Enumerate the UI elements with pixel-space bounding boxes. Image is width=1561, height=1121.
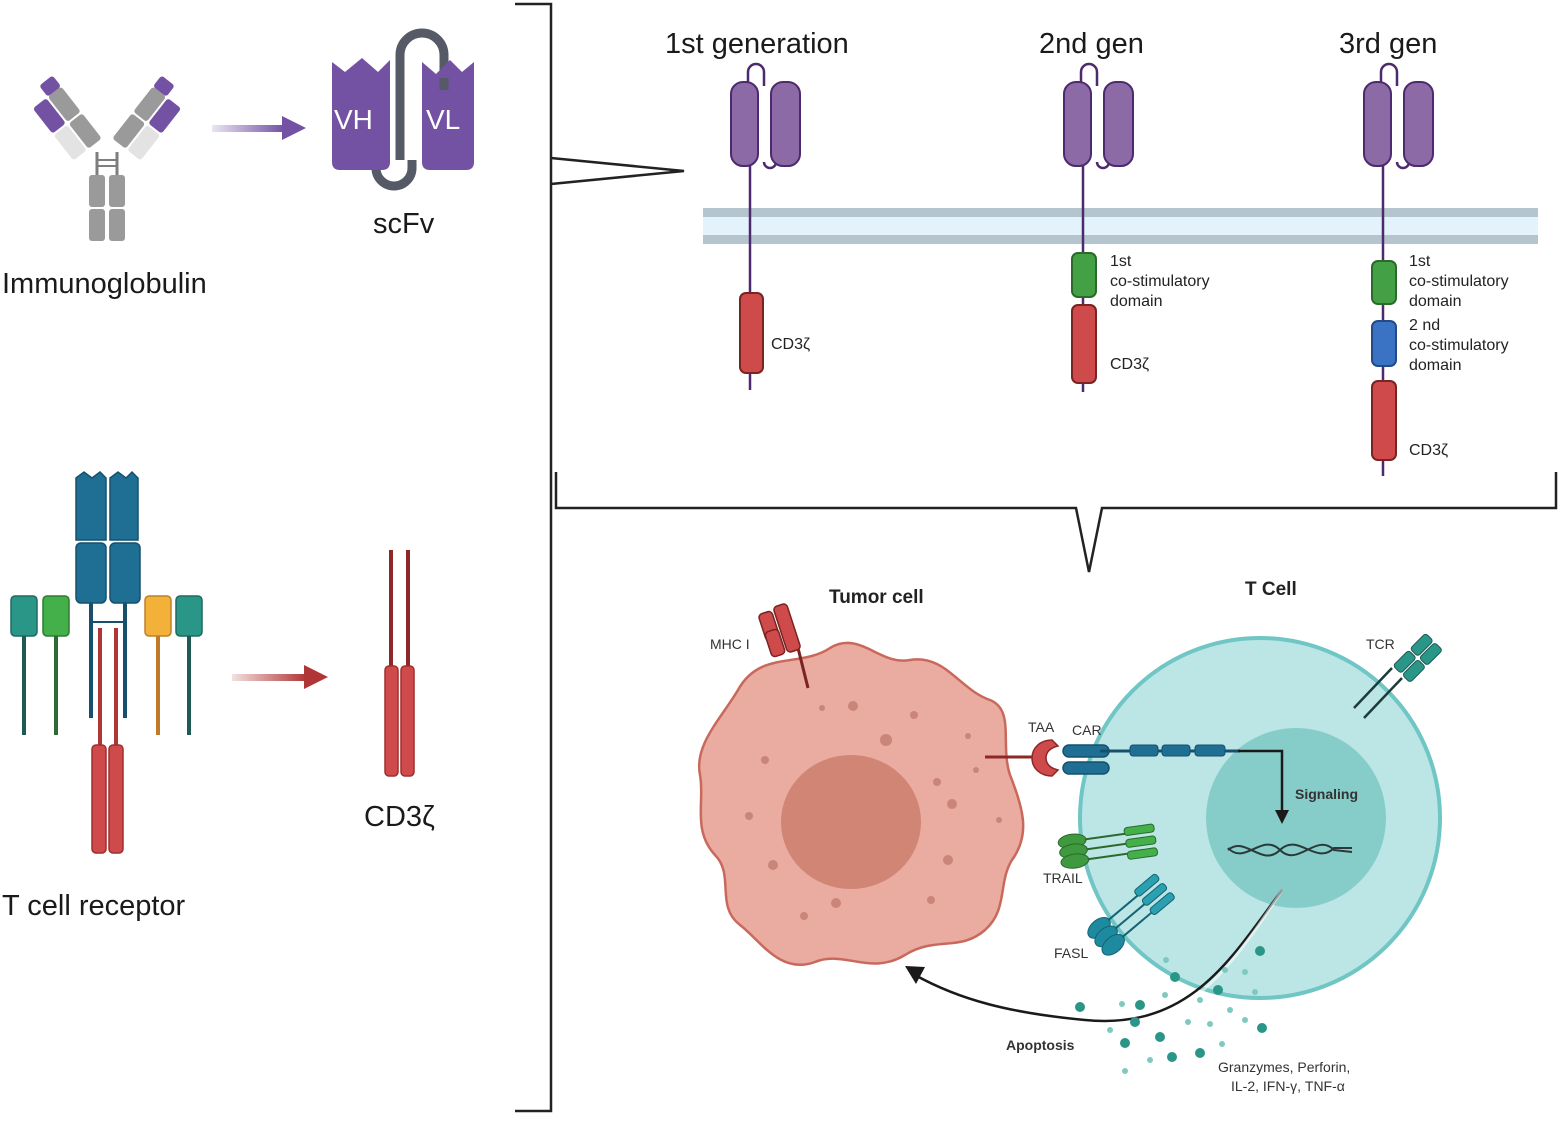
signaling-arrow-icon <box>1238 749 1289 824</box>
apoptosis-label: Apoptosis <box>1006 1037 1075 1053</box>
trail-label: TRAIL <box>1043 870 1083 886</box>
cd3z-icon <box>384 550 415 777</box>
tumor-cell-label: Tumor cell <box>829 587 924 608</box>
gen3-costim1-label-2: co-stimulatory <box>1409 273 1509 290</box>
arrow-to-scfv-icon <box>212 116 306 140</box>
gen3-cd3z-label: CD3ζ <box>1409 442 1448 459</box>
tcr-on-tcell-icon <box>1353 633 1442 719</box>
vh-label: VH <box>334 104 373 135</box>
cd3z-label: CD3ζ <box>364 801 435 833</box>
gen2-costim-label-3: domain <box>1110 293 1162 310</box>
apoptosis-arrow-icon <box>905 889 1284 1023</box>
gen3-costim2-label-1: 2 nd <box>1409 317 1440 334</box>
mhc-i-label: MHC I <box>710 636 750 652</box>
scfv-icon <box>332 28 474 191</box>
gen1-title: 1st generation <box>665 28 849 60</box>
tumor-cell-icon <box>697 641 1025 966</box>
tcr-on-tcell-label: TCR <box>1366 636 1395 652</box>
trail-icon <box>1057 823 1159 869</box>
gen2-costim-label-1: 1st <box>1110 253 1132 270</box>
mhc-i-icon <box>758 603 810 689</box>
signaling-label: Signaling <box>1295 786 1358 802</box>
gen3-car-icon <box>1363 62 1434 476</box>
taa-label: TAA <box>1028 719 1055 735</box>
gen2-costim-label-2: co-stimulatory <box>1110 273 1210 290</box>
fasl-icon <box>1087 873 1175 956</box>
vl-label: VL <box>426 104 460 135</box>
cytokines-label-2: IL-2, IFN-γ, TNF-α <box>1231 1078 1345 1094</box>
arrow-to-cd3z-icon <box>232 665 328 689</box>
tcr-label: T cell receptor <box>2 890 186 922</box>
t-cell-icon <box>1078 636 1442 1000</box>
gen2-cd3z-label: CD3ζ <box>1110 356 1149 373</box>
gen3-title: 3rd gen <box>1339 28 1437 60</box>
gen3-costim1-label-1: 1st <box>1409 253 1431 270</box>
gen2-car-icon <box>1063 62 1134 392</box>
cytokines-label-1: Granzymes, Perforin, <box>1218 1059 1350 1075</box>
fasl-label: FASL <box>1054 945 1088 961</box>
gen3-costim2-label-2: co-stimulatory <box>1409 337 1509 354</box>
gen3-costim2-label-3: domain <box>1409 357 1461 374</box>
car-label: CAR <box>1072 722 1102 738</box>
immunoglobulin-label: Immunoglobulin <box>2 268 207 300</box>
gen3-costim1-label-3: domain <box>1409 293 1461 310</box>
bracket-divider <box>515 2 1558 1113</box>
gen1-car-icon <box>730 62 801 390</box>
cell-membrane <box>703 208 1538 244</box>
immunoglobulin-icon <box>33 76 181 241</box>
car-icon <box>1062 744 1240 775</box>
t-cell-label: T Cell <box>1245 579 1297 600</box>
cytokine-granules-icon <box>1075 946 1267 1074</box>
gen1-cd3z-label: CD3ζ <box>771 336 810 353</box>
tcr-complex-icon <box>10 470 203 854</box>
taa-icon <box>985 739 1060 777</box>
gen2-title: 2nd gen <box>1039 28 1144 60</box>
scfv-label: scFv <box>373 208 435 240</box>
